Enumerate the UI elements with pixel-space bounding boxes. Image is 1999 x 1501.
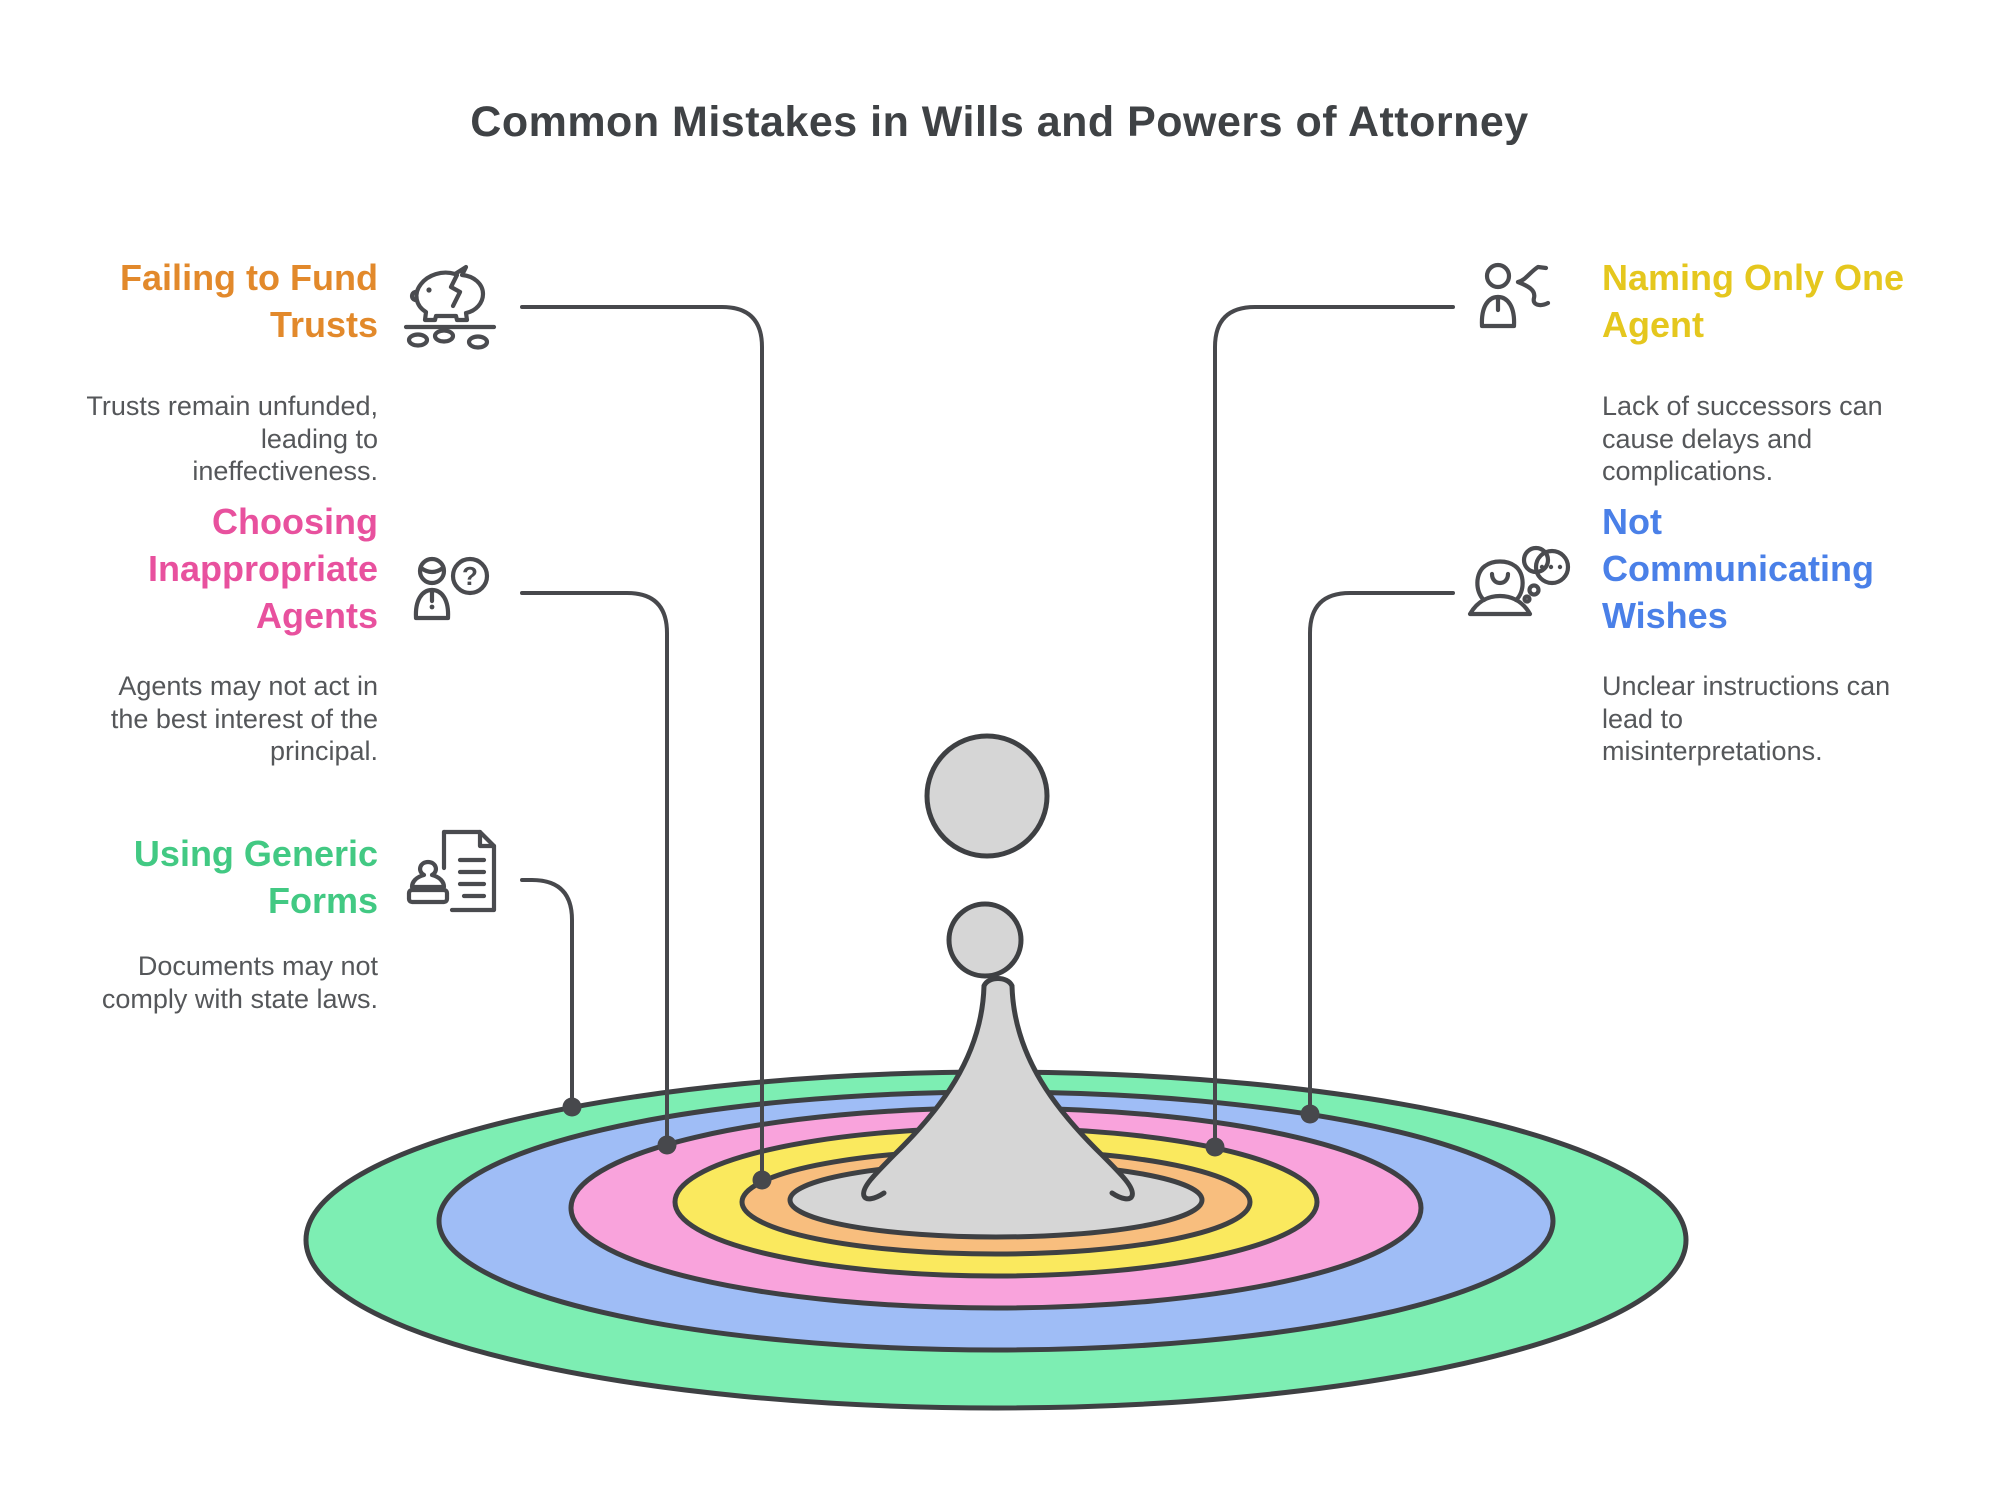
connector-dot-blue-ring <box>1300 1104 1320 1124</box>
connector-endpoint-dots <box>562 1097 1320 1190</box>
title-line: Naming Only One <box>1602 257 1905 298</box>
splash-top-cap <box>981 976 1015 989</box>
desc-line: lead to <box>1602 703 1684 734</box>
item-desc-choosing-inappropriate-agents: Agents may not act in the best interest … <box>38 670 378 768</box>
item-title-naming-only-one-agent: Naming Only One Agent <box>1602 254 1982 348</box>
desc-line: misinterpretations. <box>1602 736 1823 766</box>
connector-dot-green-ring <box>562 1097 582 1117</box>
desc-line: cause delays and <box>1602 423 1813 454</box>
large-droplet <box>924 733 1050 859</box>
title-line: Choosing <box>212 501 378 542</box>
connector-not-communicating-wishes <box>1308 591 1455 1116</box>
title-line: Inappropriate <box>147 548 378 589</box>
connector-lines <box>520 305 1455 1182</box>
desc-line: complications. <box>1602 456 1774 486</box>
desc-line: comply with state laws. <box>101 983 378 1014</box>
splash-left-flank <box>861 983 987 1202</box>
small-droplet <box>946 901 1024 979</box>
stamp-document-icon <box>402 824 512 939</box>
item-title-using-generic-forms: Using Generic Forms <box>38 830 378 924</box>
title-line: Wishes <box>1602 595 1728 636</box>
item-desc-using-generic-forms: Documents may not comply with state laws… <box>38 950 378 1015</box>
title-line: Trusts <box>269 304 378 345</box>
desc-line: principal. <box>269 736 378 766</box>
page-title: Common Mistakes in Wills and Powers of A… <box>470 98 1529 146</box>
splash-right-flank <box>1009 983 1135 1202</box>
desc-line: ineffectiveness. <box>192 456 378 486</box>
title-line: Forms <box>267 880 378 921</box>
item-title-choosing-inappropriate-agents: Choosing Inappropriate Agents <box>38 498 378 639</box>
item-desc-naming-only-one-agent: Lack of successors can cause delays and … <box>1602 390 1982 488</box>
item-title-failing-to-fund-trusts: Failing to Fund Trusts <box>38 254 378 348</box>
title-line: Failing to Fund <box>120 257 378 298</box>
connector-using-generic-forms <box>520 878 574 1109</box>
desc-line: Agents may not act in <box>118 671 378 701</box>
item-desc-not-communicating-wishes: Unclear instructions can lead to misinte… <box>1602 670 1982 768</box>
person-question-icon: ? <box>402 544 498 648</box>
title-line: Agents <box>255 595 378 636</box>
item-desc-failing-to-fund-trusts: Trusts remain unfunded, leading to ineff… <box>38 390 378 488</box>
desc-line: Trusts remain unfunded, <box>86 391 378 421</box>
item-title-not-communicating-wishes: Not Communicating Wishes <box>1602 498 1982 639</box>
falling-droplets <box>924 733 1050 979</box>
desc-line: Lack of successors can <box>1602 391 1883 421</box>
connector-dot-pink-ring <box>657 1135 677 1155</box>
connector-dot-orange-ring <box>752 1170 772 1190</box>
connector-dot-yellow-ring <box>1205 1137 1225 1157</box>
desc-line: leading to <box>260 423 378 454</box>
title-line: Using Generic <box>133 833 378 874</box>
connector-failing-to-fund-trusts <box>520 305 764 1182</box>
svg-text:?: ? <box>462 561 478 591</box>
person-speech-icon <box>1462 536 1578 648</box>
connector-choosing-inappropriate-agents <box>520 591 669 1147</box>
connector-naming-only-one-agent <box>1213 305 1455 1149</box>
desc-line: Documents may not <box>137 951 378 981</box>
splash-column <box>861 976 1135 1209</box>
splash-column-fill <box>863 978 1133 1209</box>
title-line: Agent <box>1602 304 1704 345</box>
desc-line: Unclear instructions can <box>1602 671 1891 701</box>
ripple-rings <box>303 1069 1689 1411</box>
broken-piggy-bank-icon <box>398 254 502 358</box>
desc-line: the best interest of the <box>110 703 378 734</box>
title-line: Communicating <box>1602 548 1875 589</box>
person-branch-icon <box>1468 254 1576 360</box>
title-line: Not <box>1602 501 1662 542</box>
